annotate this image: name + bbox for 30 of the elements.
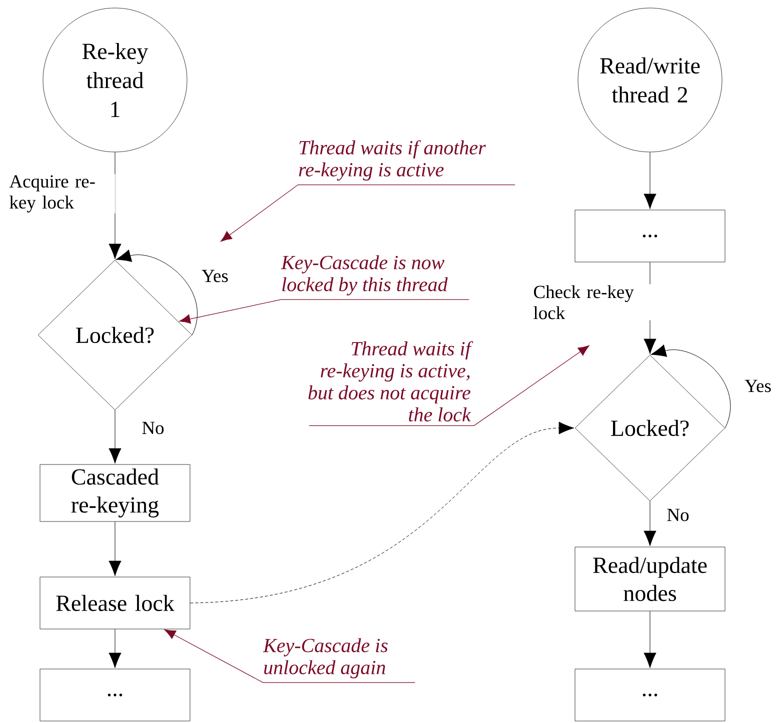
process-box: Release lock	[40, 576, 190, 630]
edge-label: Acquire re-key lock	[8, 174, 116, 214]
leader-line	[308, 345, 590, 426]
leader-line	[179, 299, 470, 324]
leader-line	[164, 629, 416, 683]
annotation-text: Thread waits if re-keying is active, but does not acquire the lock	[308, 341, 474, 422]
edge-label: Yes	[744, 378, 772, 394]
edge-label: No	[666, 508, 690, 522]
arrow	[108, 410, 122, 464]
annotation-text: Key-Cascade is unlocked again	[262, 638, 388, 678]
arrow	[644, 500, 656, 546]
arrow	[108, 152, 122, 260]
process-box: ...	[574, 668, 726, 722]
leader-line	[220, 184, 516, 242]
process-box: ...	[40, 668, 190, 722]
annotation-text: Thread waits if another re-keying is active	[299, 140, 486, 181]
edge-label: Check re-key lock	[532, 284, 660, 320]
edge-label: Yes	[200, 268, 230, 284]
arrow	[644, 610, 656, 668]
process-box: Cascaded re-keying	[40, 464, 190, 522]
arrow	[116, 250, 198, 336]
arrow	[108, 628, 122, 668]
edge-label: No	[140, 420, 166, 436]
process-box: Read/update nodes	[574, 546, 726, 612]
annotation-text: Key-Cascade is now locked by this thread	[280, 255, 448, 296]
process-box: ...	[574, 210, 726, 262]
dashed-arrow	[190, 422, 574, 604]
arrow	[650, 344, 731, 428]
arrow	[644, 152, 656, 210]
arrow	[108, 521, 122, 576]
